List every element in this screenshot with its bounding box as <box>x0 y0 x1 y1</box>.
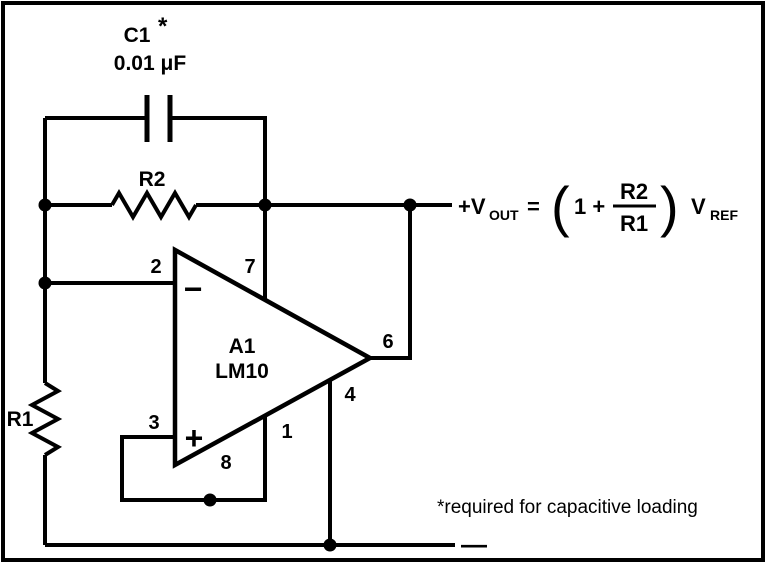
formula-vout-subscript: OUT <box>489 207 519 223</box>
footnote-text: *required for capacitive loading <box>437 497 698 518</box>
formula-fraction-numerator: R2 <box>620 179 648 204</box>
pin-2-label: 2 <box>150 256 161 278</box>
opamp-triangle <box>172 246 375 469</box>
junction-dot <box>203 493 217 507</box>
pin-3-label: 3 <box>148 412 159 434</box>
pin-1-label: 1 <box>281 421 292 443</box>
pin-7-label: 7 <box>244 256 255 278</box>
junction-dot <box>403 198 417 212</box>
resistor-r1-symbol <box>27 381 63 457</box>
pin-4-label: 4 <box>344 384 356 406</box>
junction-dot <box>323 538 337 552</box>
capacitor-star: * <box>158 13 168 40</box>
formula-vref-subscript: REF <box>710 207 738 223</box>
formula-fraction-denominator: R1 <box>620 211 648 236</box>
pin-6-label: 6 <box>382 331 393 353</box>
opamp-minus-sign: − <box>184 271 203 307</box>
opamp-part-number: LM10 <box>215 360 269 383</box>
wire-pin6-output <box>370 205 412 360</box>
formula-equals: = <box>527 194 540 219</box>
formula-vout: +V <box>458 194 486 219</box>
opamp-plus-sign: + <box>185 420 204 456</box>
resistor-r2-label: R2 <box>139 168 166 191</box>
junction-dot <box>38 198 52 212</box>
pin-8-label: 8 <box>220 452 231 474</box>
formula-close-paren: ) <box>660 175 679 238</box>
resistor-r2-symbol <box>110 189 198 221</box>
capacitor-value: 0.01 μF <box>114 52 187 75</box>
junction-dot <box>258 198 272 212</box>
wire-pin3-pin8-pin1-loop <box>120 416 267 502</box>
junction-dot <box>38 276 52 290</box>
opamp-designator: A1 <box>229 335 256 358</box>
formula-one-plus: 1 + <box>574 194 605 219</box>
wire-cap-right <box>170 116 267 205</box>
capacitor-label: C1 <box>124 24 151 47</box>
resistor-r1-label: R1 <box>7 408 34 431</box>
negative-terminal-dash: — <box>461 529 487 559</box>
formula-open-paren: ( <box>551 175 570 238</box>
formula-vref: V <box>691 194 706 219</box>
